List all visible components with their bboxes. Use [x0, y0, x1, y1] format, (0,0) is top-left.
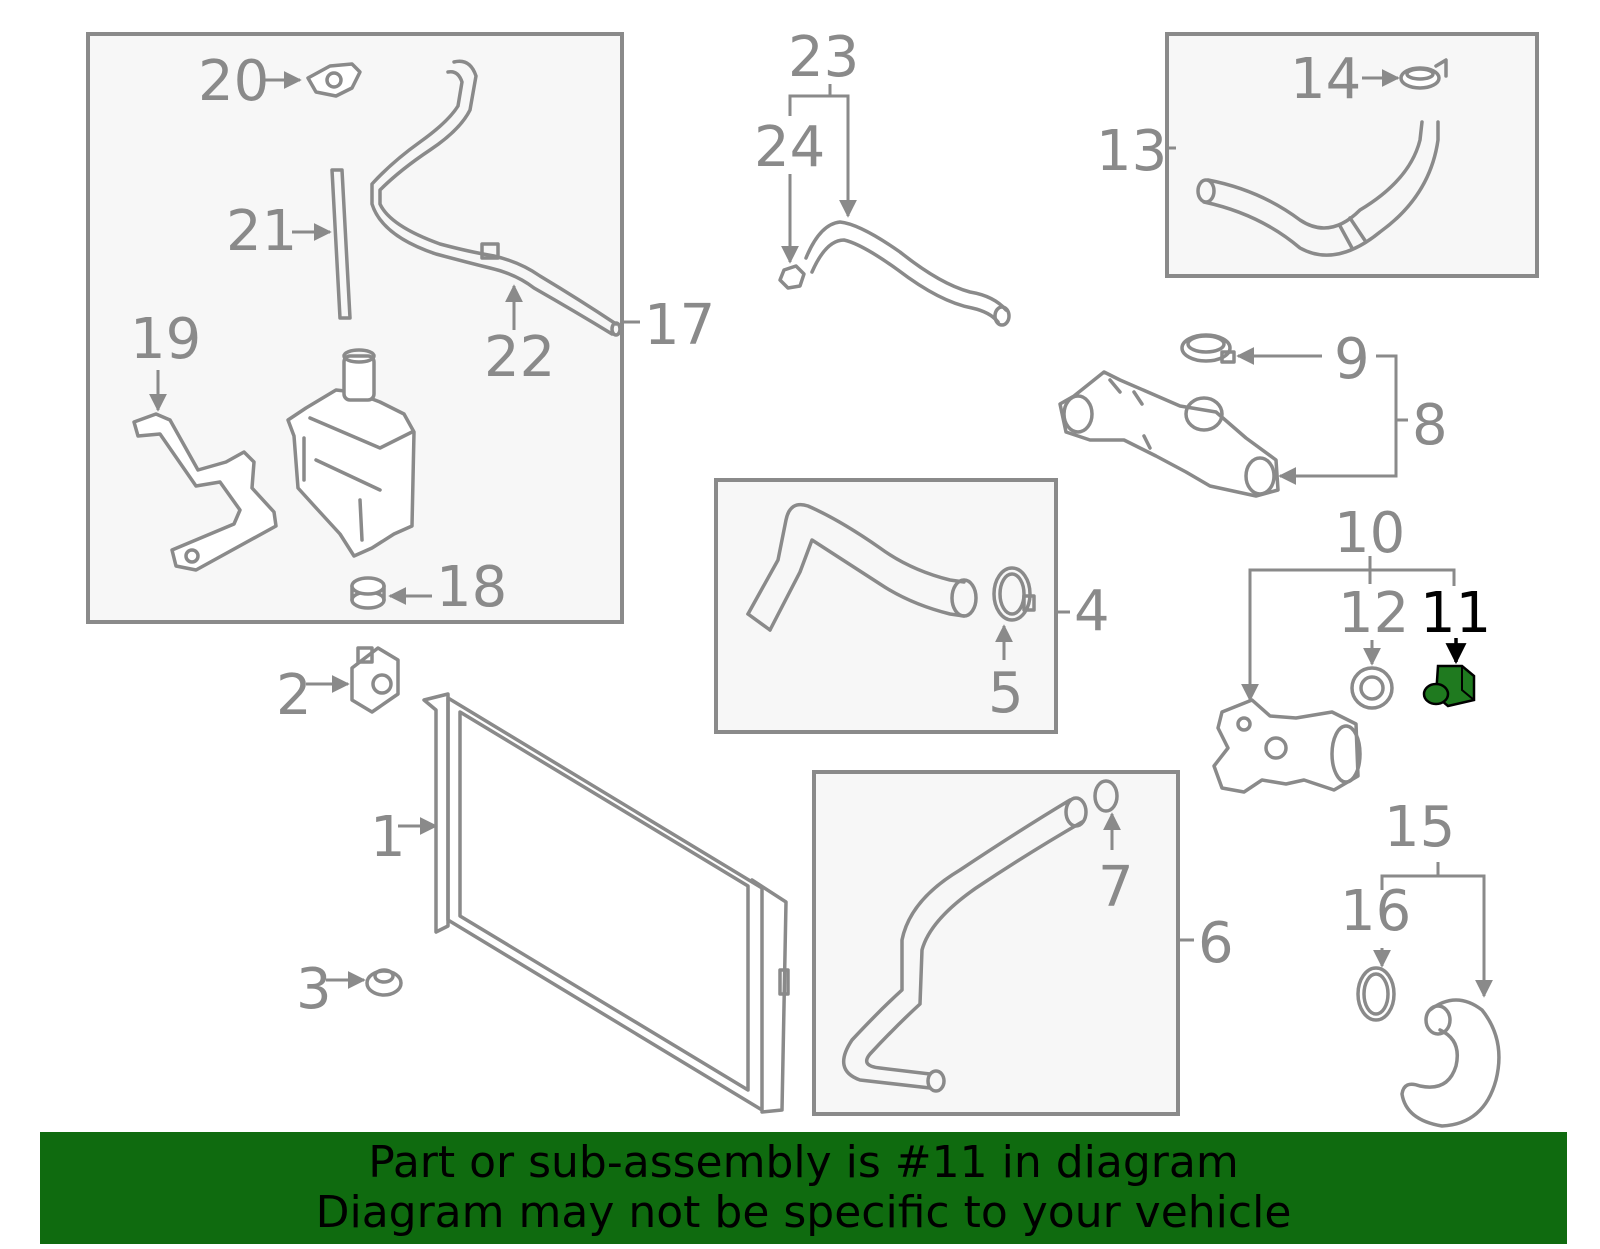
leader-15a [1380, 874, 1438, 890]
bracket-part-19[interactable] [132, 412, 278, 572]
callout-12: 12 [1338, 581, 1409, 646]
hose-part-23[interactable] [804, 220, 1011, 327]
hose-part-13[interactable] [1196, 120, 1440, 257]
info-banner: Part or sub-assembly is #11 in diagram D… [40, 1132, 1567, 1244]
leader-10b [1370, 568, 1456, 586]
callout-14: 14 [1290, 47, 1361, 112]
hose-part-15[interactable] [1400, 998, 1501, 1128]
cap-part-20[interactable] [306, 62, 362, 98]
callout-24: 24 [754, 115, 825, 180]
clamp-part-5[interactable] [992, 566, 1036, 622]
nut-part-3[interactable] [365, 968, 403, 997]
sensor-part-11[interactable] [1422, 664, 1476, 708]
leader-23a [788, 94, 830, 116]
bracket-part-2[interactable] [350, 646, 400, 714]
hose-13-group-box [1165, 32, 1539, 278]
callout-21: 21 [226, 199, 297, 264]
callout-4: 4 [1074, 579, 1110, 644]
callout-9: 9 [1334, 327, 1370, 392]
callout-1: 1 [370, 805, 406, 870]
grommet-part-18[interactable] [350, 576, 386, 610]
hose-part-4[interactable] [746, 502, 978, 632]
callout-3: 3 [296, 957, 332, 1022]
clamp-part-7[interactable] [1093, 779, 1119, 813]
housing-part-8[interactable] [1058, 370, 1280, 498]
callout-2: 2 [276, 663, 312, 728]
radiator-part[interactable] [422, 692, 790, 1114]
banner-line-disclaimer: Diagram may not be specific to your vehi… [315, 1187, 1292, 1238]
hose-4-group-box [714, 478, 1058, 734]
callout-7: 7 [1098, 855, 1134, 920]
reservoir-tank-part[interactable] [286, 348, 416, 558]
callout-17: 17 [644, 293, 715, 358]
leader-arrow-10a [1241, 568, 1370, 702]
gasket-part-12[interactable] [1350, 666, 1394, 710]
callout-15: 15 [1384, 795, 1455, 860]
leader-arrow-8 [1278, 354, 1398, 485]
clip-part-24[interactable] [778, 264, 806, 290]
thermostat-part-10[interactable] [1212, 698, 1362, 794]
clamp-part-9[interactable] [1180, 333, 1236, 364]
callout-10: 10 [1334, 501, 1405, 566]
callout-6: 6 [1198, 911, 1234, 976]
callout-20: 20 [198, 49, 269, 114]
clamp-part-16[interactable] [1356, 966, 1396, 1022]
hose-part-22[interactable] [370, 59, 622, 337]
callout-22: 22 [484, 325, 555, 390]
leader-arrow-15 [1438, 874, 1493, 998]
banner-line-part-number: Part or sub-assembly is #11 in diagram [368, 1137, 1239, 1188]
callout-11: 11 [1420, 581, 1491, 646]
callout-18: 18 [436, 555, 507, 620]
callout-19: 19 [130, 307, 201, 372]
callout-16: 16 [1340, 879, 1411, 944]
hose-part-21[interactable] [330, 168, 352, 320]
callout-5: 5 [988, 661, 1024, 726]
clamp-part-14[interactable] [1399, 58, 1448, 90]
hose-part-6[interactable] [842, 796, 1088, 1093]
callout-23: 23 [788, 25, 859, 90]
callout-13: 13 [1096, 119, 1167, 184]
callout-8: 8 [1412, 393, 1448, 458]
